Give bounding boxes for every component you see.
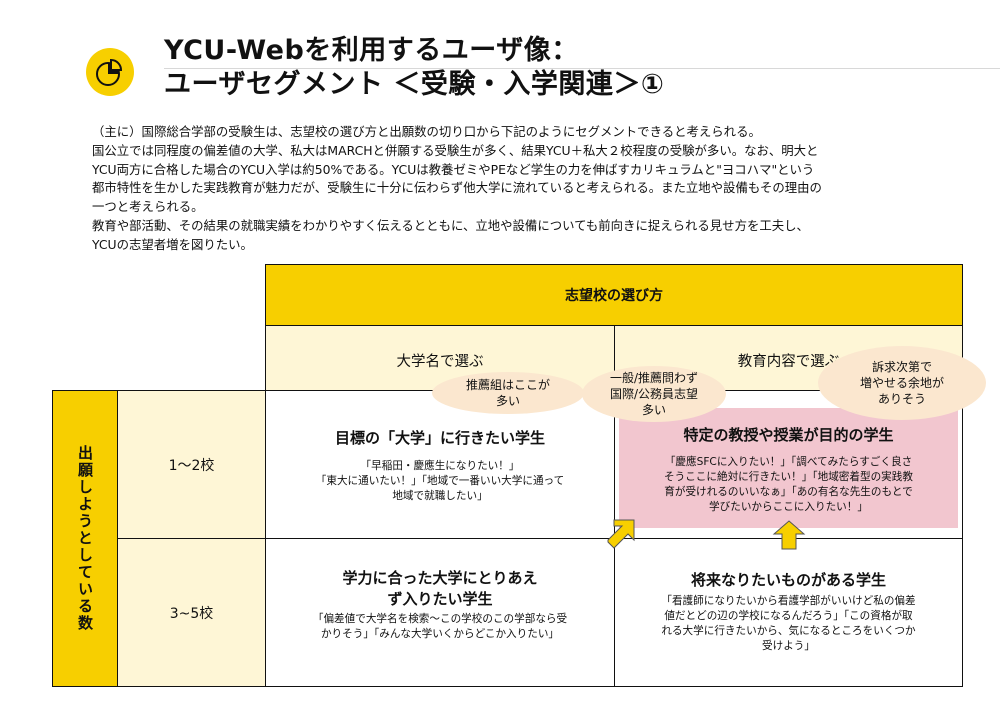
- bubble-line: 一般/推薦問わず: [609, 371, 699, 385]
- desc-line: 「早稲田・慶應生になりたい！」: [360, 460, 520, 472]
- intro-line: 都市特性を生かした実践教育が魅力だが、受験生に十分に伝わらず他大学に流れていると…: [92, 180, 822, 196]
- title-line-2: ユーザセグメント ＜受験・入学関連＞①: [164, 69, 665, 100]
- column-group-header: 志望校の選び方: [265, 264, 963, 326]
- intro-line: （主に）国際総合学部の受験生は、志望校の選び方と出願数の切り口から下記のようにセ…: [92, 124, 761, 139]
- segment-desc: 「慶應SFCに入りたい！」「調べてみたらすごく良さ そうここに絶対に行きたい！」…: [622, 455, 955, 515]
- title-line-1: YCU-Webを利用するユーザ像：: [164, 35, 579, 66]
- segment-cell-r2c2: [614, 538, 963, 687]
- annotation-bubble: 推薦組はここが 多い: [432, 372, 584, 414]
- desc-line: かりそう」「みんな大学いくからどこか入りたい」: [320, 628, 560, 640]
- intro-line: 教育や部活動、その結果の就職実績をわかりやすく伝えるとともに、立地や設備について…: [92, 217, 809, 233]
- bubble-line: 推薦組はここが: [465, 378, 550, 392]
- bubble-line: 多い: [495, 394, 520, 408]
- row-group-label: 出願しようとしている数: [76, 445, 94, 632]
- desc-line: 「偏差値で大学名を検索〜この学校のこの学部なら受: [312, 613, 568, 625]
- bubble-line: 国際/公務員志望: [609, 387, 699, 401]
- segment-cell-r2c1: [265, 538, 615, 687]
- desc-line: 学びたいからここに入りたい！」: [709, 501, 868, 513]
- segment-title: 特定の教授や授業が目的の学生: [683, 426, 894, 444]
- annotation-bubble: 訴求次第で 増やせる余地が ありそう: [818, 346, 986, 420]
- intro-line: 国公立では同程度の偏差値の大学、私大はMARCHと併願する受験生が多く、結果YC…: [92, 142, 819, 158]
- bubble-line: 増やせる余地が: [859, 376, 944, 390]
- bubble-line: 多い: [641, 403, 666, 417]
- desc-line: 「看護師になりたいから看護学部がいいけど私の偏差: [661, 595, 916, 607]
- up-arrow-icon: [772, 520, 806, 550]
- title-line: ず入りたい学生: [387, 590, 493, 608]
- row-header-1-2: 1〜2校: [117, 390, 266, 539]
- bubble-line: 訴求次第で: [871, 360, 932, 374]
- intro-line: 一つと考えられる。: [92, 199, 204, 215]
- desc-line: 「慶應SFCに入りたい！」「調べてみたらすごく良さ: [664, 456, 913, 468]
- pie-chart-icon: [86, 48, 134, 96]
- segment-title: 目標の「大学」に行きたい学生: [334, 429, 545, 447]
- page-title: YCU-Webを利用するユーザ像： ユーザセグメント ＜受験・入学関連＞①: [164, 34, 664, 102]
- intro-line: YCU両方に合格した場合のYCU入学は約50%である。YCUは教養ゼミやPEなど…: [92, 161, 815, 177]
- title-divider: [164, 68, 1000, 69]
- row-group-header: 出願しようとしている数: [52, 390, 118, 687]
- intro-text: （主に）国際総合学部の受験生は、志望校の選び方と出願数の切り口から下記のようにセ…: [92, 123, 962, 255]
- up-arrow-icon: [607, 519, 635, 549]
- desc-line: 値だとどの辺の学校になるんだろう」「この資格が取: [664, 610, 913, 622]
- segment-desc: 「早稲田・慶應生になりたい！」 「東大に通いたい！」「地域で一番いい大学に通って…: [275, 459, 605, 504]
- highlight-box: [619, 408, 958, 528]
- row-label: 3~5校: [169, 605, 214, 622]
- desc-line: 「東大に通いたい！」「地域で一番いい大学に通って: [315, 475, 565, 487]
- row-header-3-5: 3~5校: [117, 538, 266, 687]
- desc-line: 受けよう」: [762, 640, 815, 652]
- segment-title: 学力に合った大学にとりあえ ず入りたい学生: [265, 568, 615, 610]
- desc-line: 育が受けれるのいいなぁ」「あの有名な先生のもとで: [664, 486, 913, 498]
- segment-desc: 「看護師になりたいから看護学部がいいけど私の偏差 値だとどの辺の学校になるんだろ…: [622, 594, 955, 654]
- desc-line: そうここに絶対に行きたい！」「地域密着型の実践教: [664, 471, 913, 483]
- intro-line: YCUの志望者増を図りたい。: [92, 236, 253, 252]
- segment-desc: 「偏差値で大学名を検索〜この学校のこの学部なら受 かりそう」「みんな大学いくから…: [275, 612, 605, 642]
- row-label: 1〜2校: [168, 457, 215, 474]
- desc-line: れる大学に行きたいから、気になるところをいくつか: [661, 625, 916, 637]
- column-label: 大学名で選ぶ: [396, 354, 484, 370]
- segment-title: 将来なりたいものがある学生: [690, 571, 886, 589]
- title-line: 学力に合った大学にとりあえ: [342, 569, 538, 587]
- bubble-line: ありそう: [877, 392, 926, 406]
- annotation-bubble: 一般/推薦問わず 国際/公務員志望 多い: [582, 366, 726, 422]
- desc-line: 地域で就職したい」: [392, 490, 488, 502]
- column-group-label: 志望校の選び方: [565, 288, 663, 304]
- column-label: 教育内容で選ぶ: [737, 354, 840, 370]
